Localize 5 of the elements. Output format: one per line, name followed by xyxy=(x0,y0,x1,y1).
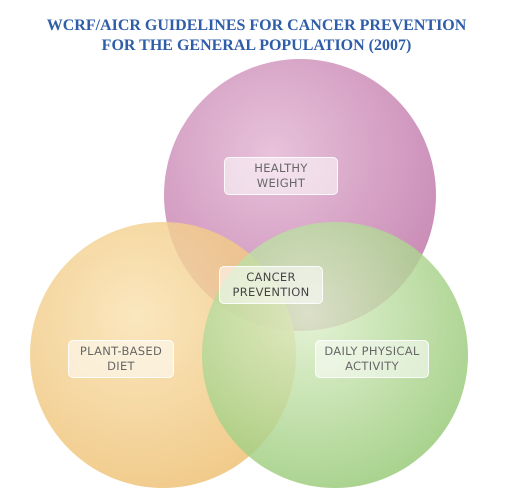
center-label: CANCER PREVENTION xyxy=(219,266,323,304)
circle-label: HEALTHY WEIGHT xyxy=(224,157,338,195)
circle-label: DAILY PHYSICAL ACTIVITY xyxy=(315,340,429,378)
circle-label: PLANT-BASED DIET xyxy=(68,340,174,378)
diagram-title: WCRF/AICR GUIDELINES FOR CANCER PREVENTION FOR THE GENERAL POPULATION (2007) xyxy=(46,16,468,56)
